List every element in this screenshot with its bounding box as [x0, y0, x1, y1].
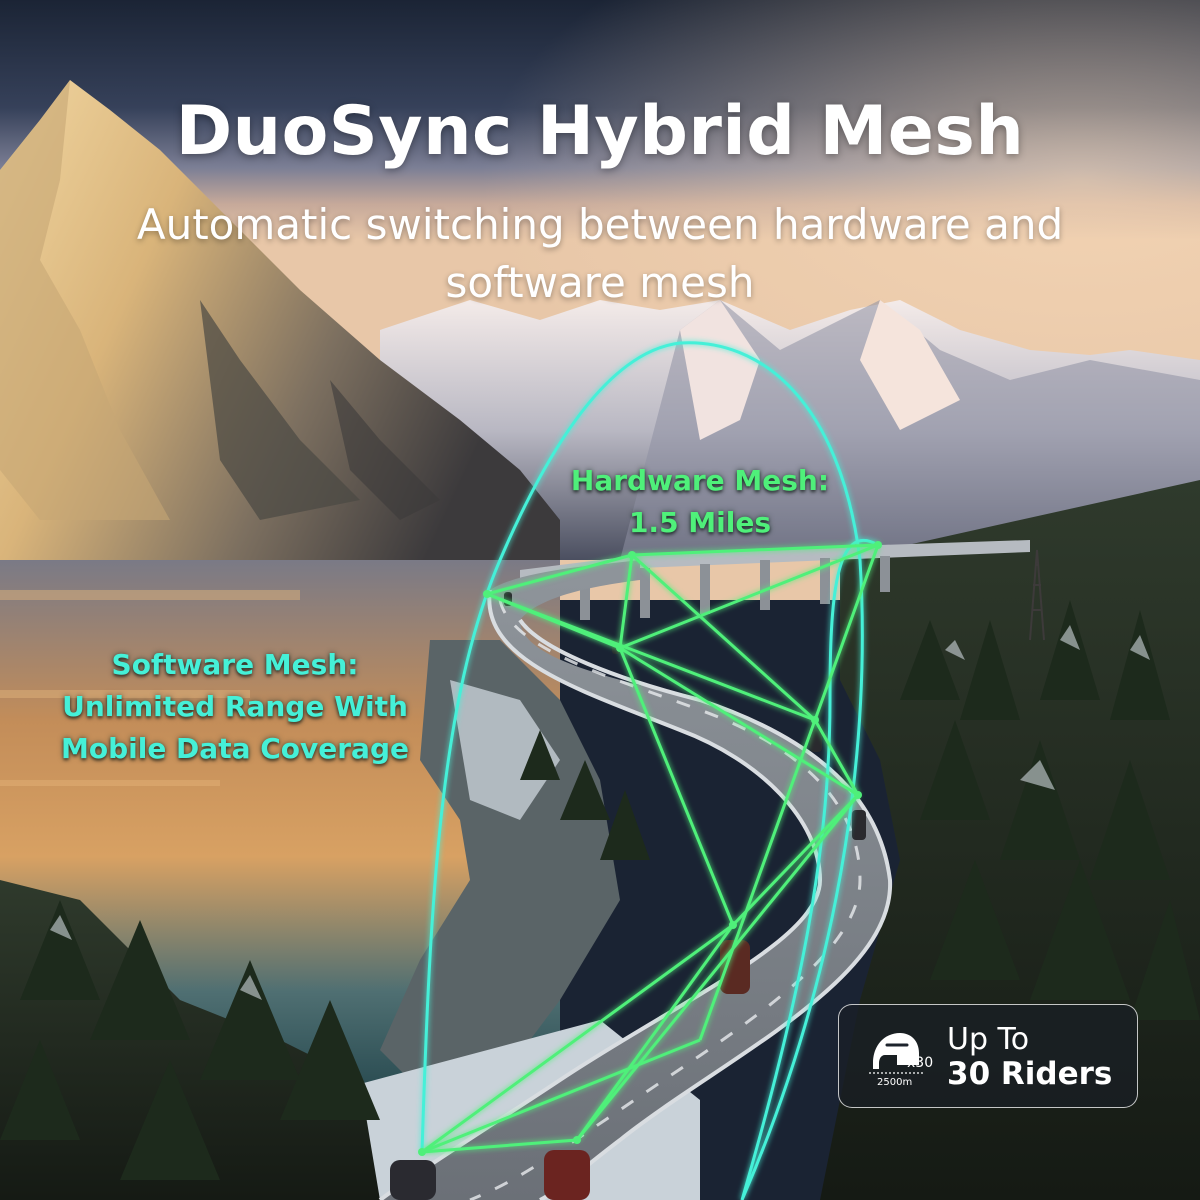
hardware-mesh-title: Hardware Mesh: [570, 464, 830, 497]
software-mesh-title: Software Mesh: [111, 648, 359, 681]
helmet-range: 2500m [877, 1077, 912, 1088]
badge-line-1: Up To [947, 1022, 1030, 1057]
software-mesh-label: Software Mesh: Unlimited Range With Mobi… [40, 644, 430, 770]
hardware-mesh-range: 1.5 Miles [628, 506, 772, 539]
badge-rider-count: 30 Riders [947, 1056, 1113, 1092]
page-subtitle: Automatic switching between hardware and… [136, 200, 1064, 307]
software-mesh-line-3: Mobile Data Coverage [60, 732, 409, 765]
page-title: DuoSync Hybrid Mesh [175, 92, 1025, 171]
software-mesh-line-2: Unlimited Range With [62, 690, 408, 723]
helmet-multiplier: x30 [907, 1055, 933, 1071]
helmet-icon: x30 2500m [869, 1033, 933, 1088]
badge-text: Up To 30 Riders [947, 1022, 1113, 1092]
hardware-mesh-label: Hardware Mesh: 1.5 Miles [530, 460, 870, 544]
riders-badge: x30 2500m Up To 30 Riders [838, 1004, 1138, 1108]
